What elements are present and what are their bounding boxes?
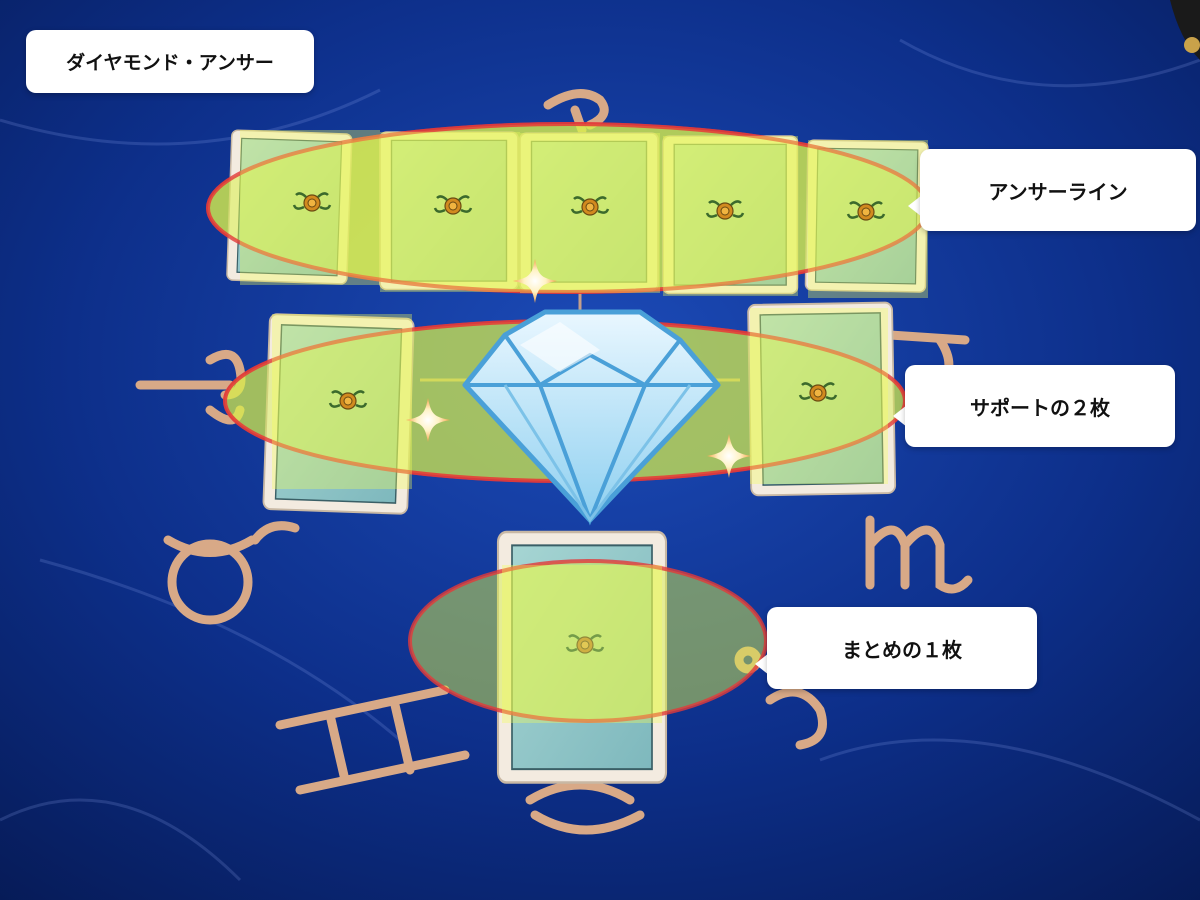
answer-line-label: アンサーライン <box>920 149 1196 231</box>
answer-line-pointer <box>908 195 922 217</box>
diamond-icon <box>462 309 721 526</box>
support-pointer <box>893 405 907 427</box>
support-label: サポートの２枚 <box>905 365 1175 447</box>
summary-pointer <box>755 653 769 675</box>
answer-line-text: アンサーライン <box>988 179 1128 204</box>
zodiac-embroidery <box>135 89 973 835</box>
spread-title-text: ダイヤモンド・アンサー <box>66 52 274 74</box>
spread-title: ダイヤモンド・アンサー <box>26 30 314 93</box>
summary-label: まとめの１枚 <box>767 607 1037 689</box>
corner-ornament <box>1170 0 1200 60</box>
support-text: サポートの２枚 <box>970 395 1110 420</box>
summary-text: まとめの１枚 <box>842 637 962 662</box>
